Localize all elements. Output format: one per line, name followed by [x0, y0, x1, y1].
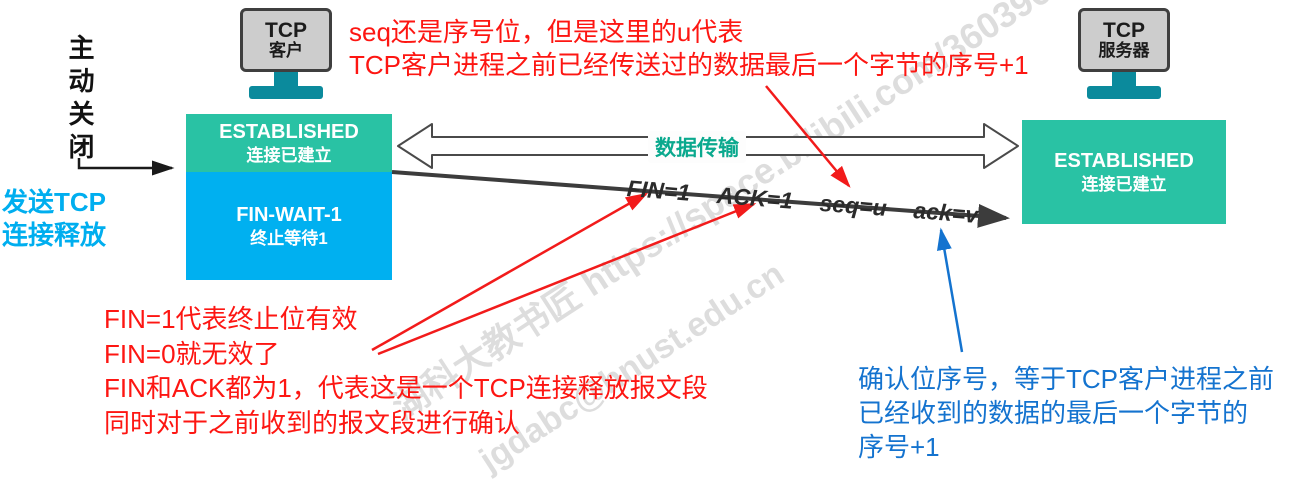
server-computer-icon: TCP 服务器	[1076, 8, 1172, 99]
active-close-label: 主动关闭	[65, 34, 95, 166]
send-tcp-release-label: 发送TCP 连接释放	[2, 186, 106, 252]
server-established-zh: 连接已建立	[1081, 174, 1167, 194]
client-device-label-line-2: 客户	[269, 41, 303, 61]
client-established-state-box: ESTABLISHED 连接已建立	[186, 114, 392, 172]
fin-ack-annotation-line-2: FIN=0就无效了	[104, 338, 280, 369]
server-device-label-line-1: TCP	[1103, 19, 1145, 43]
send-tcp-release-line-1: 发送TCP	[2, 187, 107, 217]
client-monitor-stand	[274, 72, 298, 86]
server-established-state-box: ESTABLISHED 连接已建立	[1022, 120, 1226, 224]
segment-label-fin: FIN=1	[626, 175, 692, 206]
fin-ack-annotation: FIN=1代表终止位有效 FIN=0就无效了 FIN和ACK都为1，代表这是一个…	[104, 302, 708, 440]
data-transfer-label: 数据传输	[648, 131, 746, 163]
server-monitor-base	[1087, 86, 1161, 99]
client-finwait-en: FIN-WAIT-1	[236, 203, 342, 226]
fin-ack-annotation-line-3: FIN和ACK都为1，代表这是一个TCP连接释放报文段	[104, 373, 708, 403]
client-computer-icon: TCP 客户	[238, 8, 334, 99]
ack-num-annotation-line-2: 已经收到的数据的最后一个字节的	[858, 398, 1249, 428]
segment-label-ack-num: ack=v	[912, 197, 980, 228]
ack-num-annotation-line-1: 确认位序号，等于TCP客户进程之前	[858, 364, 1275, 394]
server-established-en: ESTABLISHED	[1054, 149, 1194, 172]
seq-annotation-line-1: seq还是序号位，但是这里的u代表	[349, 17, 744, 47]
server-device-label-line-2: 服务器	[1098, 41, 1150, 61]
client-fin-wait-1-state-box: FIN-WAIT-1 终止等待1	[186, 172, 392, 280]
server-monitor-screen: TCP 服务器	[1078, 8, 1170, 72]
seq-annotation: seq还是序号位，但是这里的u代表 TCP客户进程之前已经传送过的数据最后一个字…	[349, 16, 1029, 82]
client-finwait-zh: 终止等待1	[250, 228, 328, 248]
seq-annotation-line-2: TCP客户进程之前已经传送过的数据最后一个字节的序号+1	[349, 50, 1029, 80]
segment-field-labels: FIN=1 ACK=1 seq=u ack=v	[626, 175, 979, 229]
client-established-en: ESTABLISHED	[219, 120, 359, 143]
segment-label-seq: seq=u	[818, 189, 888, 221]
blue-arrow-to-ack-num	[937, 227, 964, 353]
client-monitor-base	[249, 86, 323, 99]
ack-num-annotation-line-3: 序号+1	[858, 432, 940, 462]
fin-ack-annotation-line-1: FIN=1代表终止位有效	[104, 304, 358, 334]
fin-ack-annotation-line-4: 同时对于之前收到的报文段进行确认	[104, 407, 521, 438]
segment-label-ack-flag: ACK=1	[716, 181, 794, 214]
send-tcp-release-line-2: 连接释放	[2, 220, 107, 250]
red-arrow-to-seq	[765, 85, 851, 188]
ack-num-annotation: 确认位序号，等于TCP客户进程之前 已经收到的数据的最后一个字节的 序号+1	[858, 362, 1274, 464]
client-device-label-line-1: TCP	[265, 19, 307, 43]
client-established-zh: 连接已建立	[246, 145, 332, 165]
server-monitor-stand	[1112, 72, 1136, 86]
client-monitor-screen: TCP 客户	[240, 8, 332, 72]
